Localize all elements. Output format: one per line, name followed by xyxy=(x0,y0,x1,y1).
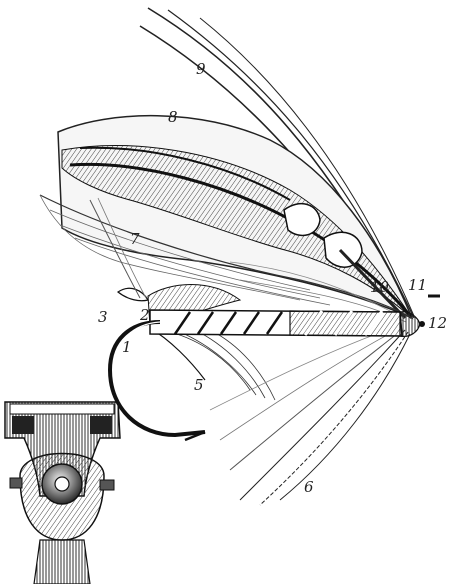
label-5: 5 xyxy=(194,376,204,394)
label-9: 9 xyxy=(196,60,206,78)
upper-wing xyxy=(58,116,412,318)
label-11: 11 xyxy=(408,276,427,294)
label-3: 3 xyxy=(98,308,108,326)
label-10: 10 xyxy=(370,278,390,296)
label-2: 2 xyxy=(139,306,150,324)
label-12: 12 xyxy=(428,314,447,332)
label-1: 1 xyxy=(122,338,132,356)
label-7: 7 xyxy=(130,230,140,248)
label-6: 6 xyxy=(304,478,314,496)
label-8: 8 xyxy=(168,108,178,126)
body-hackle xyxy=(150,328,275,400)
fly-tying-vice xyxy=(5,402,120,584)
